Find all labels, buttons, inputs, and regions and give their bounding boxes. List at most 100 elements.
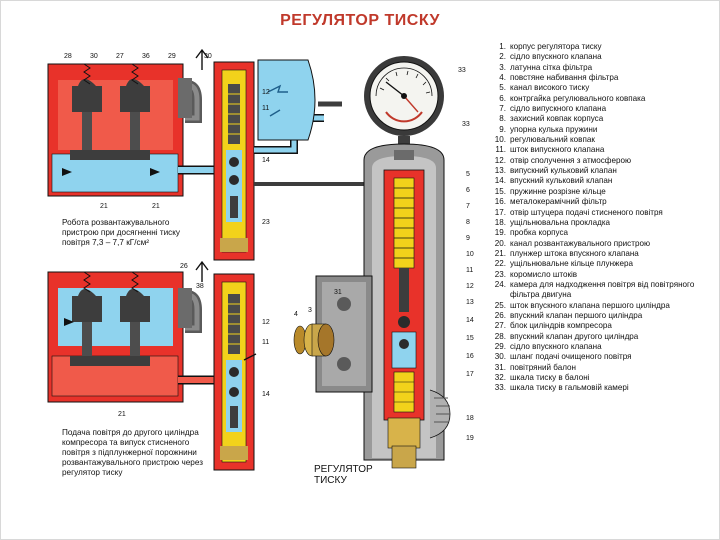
legend-text: камера для надходження повітря від повіт…: [510, 279, 695, 300]
legend-text: шкала тиску в гальмовій камері: [510, 383, 629, 393]
legend-item: 24.камера для надходження повітря від по…: [484, 280, 716, 301]
legend-item: 20. канал розвантажувального пристрою: [484, 239, 716, 249]
slide-title: РЕГУЛЯТОР ТИСКУ: [280, 12, 440, 29]
legend-text: плунжер штока впускного клапана: [510, 248, 639, 258]
callout: 23: [262, 219, 270, 226]
legend-text: пробка корпуса: [510, 228, 569, 238]
legend-text: канал розвантажувального пристрою: [510, 238, 651, 248]
device-caption: РЕГУЛЯТОР ТИСКУ: [314, 464, 373, 486]
legend-number: 8.: [499, 114, 506, 124]
legend-number: 15.: [494, 186, 506, 196]
legend-number: 11.: [495, 145, 506, 155]
callout-labels: 28 30 27 36 29 30 33 33 21 21 14 23 12 1…: [64, 53, 474, 442]
parts-legend: 1. корпус регулятора тиску 2. сідло впускно…: [484, 42, 716, 394]
legend-text: шток випускного клапана: [510, 145, 605, 155]
legend-item: 3.латунна сітка фільтра: [484, 63, 716, 73]
callout: 12: [262, 319, 270, 326]
callout: 5: [466, 171, 470, 178]
callout: 38: [196, 283, 204, 290]
legend-item: 11. шток випускного клапана: [484, 145, 716, 155]
legend-number: 3.: [499, 62, 506, 72]
callout: 11: [262, 105, 269, 112]
legend-number: 23.: [494, 269, 506, 279]
callout: 14: [262, 157, 270, 164]
bottom-regulator: [213, 273, 257, 471]
callout: 11: [466, 267, 473, 274]
legend-item: 28.впускний клапан другого циліндра: [484, 332, 716, 342]
callout: 14: [262, 391, 270, 398]
callout: 31: [334, 289, 342, 296]
legend-number: 21.: [494, 248, 506, 258]
callout: 12: [262, 89, 270, 96]
callout: 15: [466, 335, 474, 342]
filter-parts: [293, 323, 335, 357]
legend-item: 15.пружинне розрізне кільце: [484, 187, 716, 197]
legend-item: 1. корпус регулятора тиску: [484, 42, 716, 52]
legend-text: впускний клапан першого циліндра: [510, 310, 643, 320]
legend-item: 30. шланг подачі очищеного повітря: [484, 352, 716, 362]
callout: 11: [262, 339, 269, 346]
legend-number: 17.: [494, 207, 506, 217]
legend-text: блок циліндрів компресора: [510, 321, 612, 331]
legend-text: канал високого тиску: [510, 83, 590, 93]
callout: 12: [466, 283, 474, 290]
pressure-gauge: [254, 56, 444, 186]
top-unloader-diagram: [47, 48, 223, 197]
legend-item: 12.отвір сполучення з атмосферою: [484, 156, 716, 166]
legend-number: 16.: [494, 197, 506, 207]
legend-number: 28.: [494, 331, 506, 341]
legend-number: 19.: [494, 228, 506, 238]
regulator-cutaway: [315, 143, 451, 469]
legend-number: 20.: [494, 238, 506, 248]
legend-number: 5.: [499, 83, 506, 93]
legend-number: 1.: [499, 42, 506, 51]
callout: 21: [118, 411, 126, 418]
legend-item: 5. канал високого тиску: [484, 83, 716, 93]
legend-item: 4.повстяне набивання фільтра: [484, 73, 716, 83]
callout: 10: [466, 251, 474, 258]
callout: 17: [466, 371, 474, 378]
legend-text: контргайка регулювального ковпака: [510, 93, 646, 103]
legend-text: шланг подачі очищеного повітря: [510, 352, 632, 362]
legend-text: корпус регулятора тиску: [510, 42, 602, 51]
legend-item: 13.випускний кульковий клапан: [484, 166, 716, 176]
callout: 6: [466, 187, 470, 194]
legend-item: 8. захисний ковпак корпуса: [484, 114, 716, 124]
legend-text: сідло впускного клапана: [510, 52, 602, 62]
callout: 3: [308, 307, 312, 314]
legend-number: 22.: [494, 259, 506, 269]
callout: 26: [180, 263, 188, 270]
legend-number: 6.: [499, 93, 506, 103]
air-tank: [257, 59, 316, 141]
legend-number: 26.: [494, 310, 506, 320]
callout: 19: [466, 435, 474, 442]
callout: 33: [458, 67, 466, 74]
legend-item: 19. пробка корпуса: [484, 228, 716, 238]
legend-item: 17.отвір штуцера подачі стисненого повіт…: [484, 208, 716, 218]
legend-text: сідло випускного клапана: [510, 104, 607, 114]
legend-item: 22.ущільнювальне кільце плунжера: [484, 259, 716, 269]
callout: 21: [152, 203, 160, 210]
legend-item: 7.сідло випускного клапана: [484, 104, 716, 114]
legend-item: 14.впускний кульковий клапан: [484, 176, 716, 186]
legend-number: 2.: [499, 52, 506, 62]
legend-item: 2. сідло впускного клапана: [484, 52, 716, 62]
callout: 14: [466, 317, 474, 324]
legend-number: 25.: [494, 300, 506, 310]
callout: 13: [466, 299, 474, 306]
legend-item: 18.ущільнювальна прокладка: [484, 218, 716, 228]
legend-text: повітряний балон: [510, 362, 576, 372]
callout: 29: [168, 53, 176, 60]
bottom-feed-diagram: [47, 260, 223, 403]
callout: 4: [294, 311, 298, 318]
legend-number: 29.: [494, 341, 506, 351]
legend-text: захисний ковпак корпуса: [510, 114, 604, 124]
legend-item: 6. контргайка регулювального ковпака: [484, 94, 716, 104]
legend-item: 10.регулювальний ковпак: [484, 135, 716, 145]
legend-number: 30.: [494, 352, 506, 362]
legend-text: ущільнювальна прокладка: [510, 217, 611, 227]
legend-item: 23.коромисло штоків: [484, 270, 716, 280]
top-diagram-caption: Робота розвантажувального пристрою при д…: [62, 218, 181, 247]
callout: 8: [466, 219, 470, 226]
